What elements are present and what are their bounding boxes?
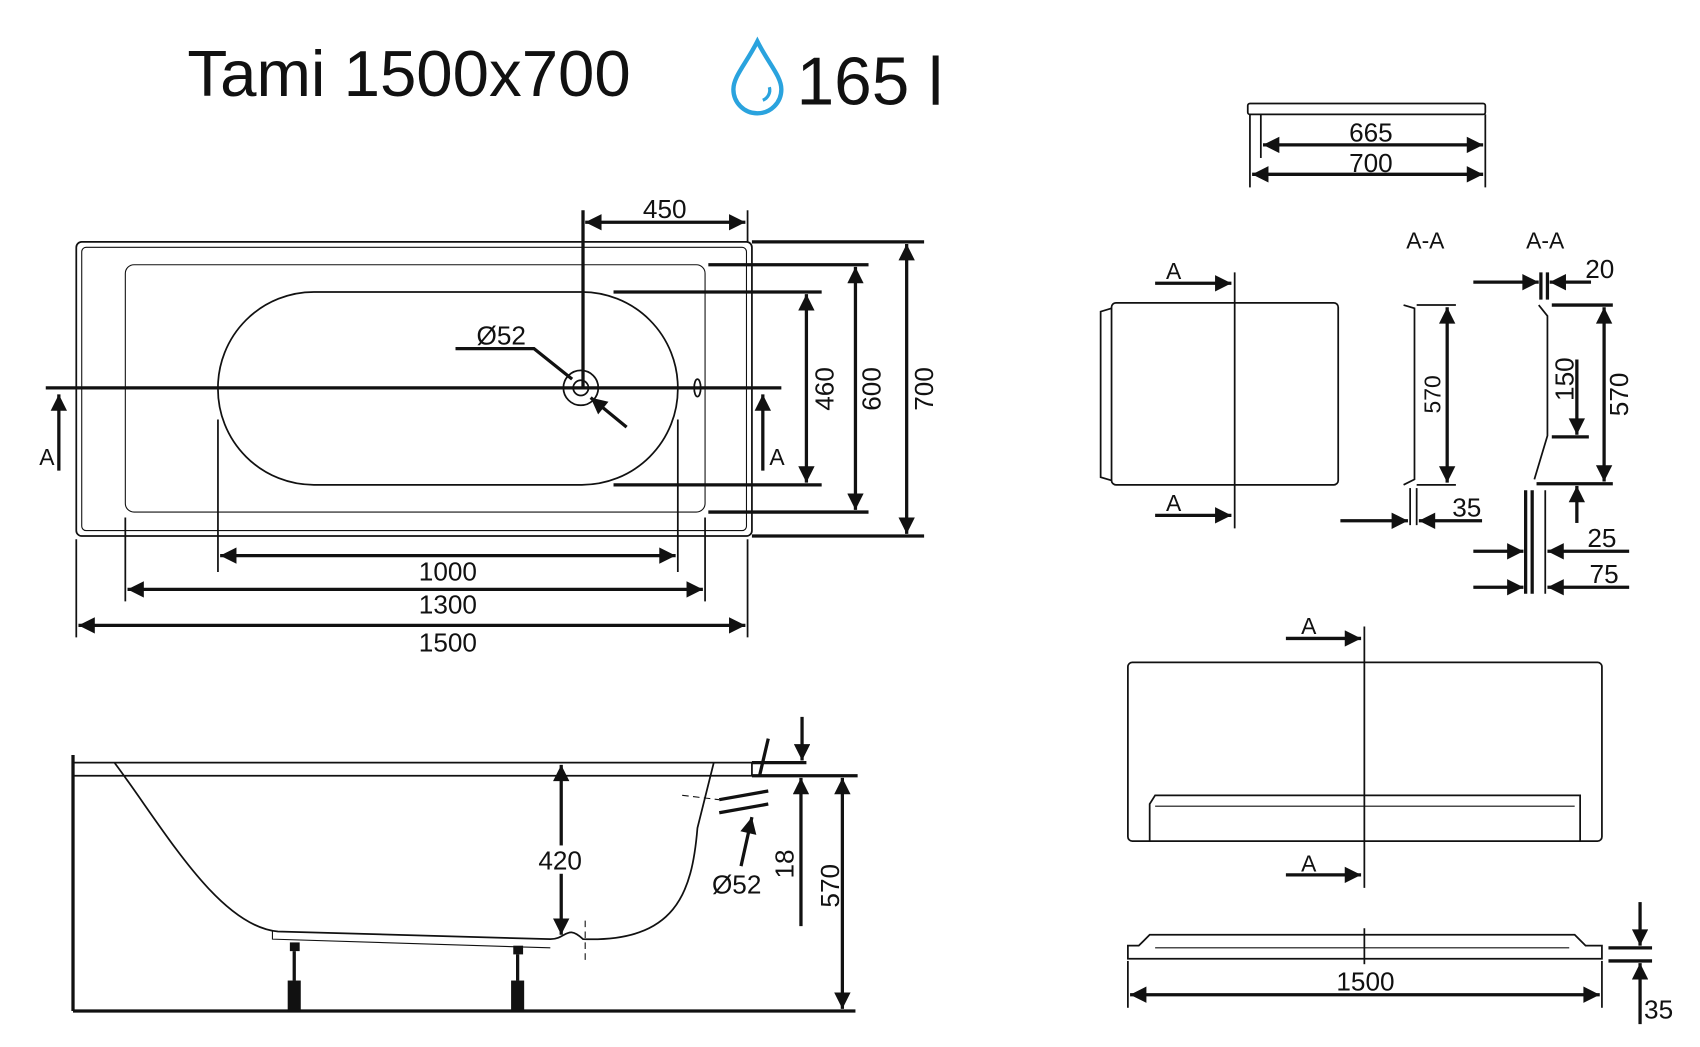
dim-700: 700: [1349, 148, 1393, 178]
dim-570: 570: [1604, 373, 1634, 417]
dim-75: 75: [1590, 559, 1619, 589]
model-title: Tami 1500x700: [187, 37, 630, 110]
dim-25: 25: [1587, 523, 1616, 553]
dim-35: 35: [1452, 492, 1481, 522]
dim-570: 570: [815, 864, 845, 908]
volume-label: 165 l: [797, 45, 944, 120]
dim-drain: Ø52: [477, 320, 526, 350]
dim-overflow: Ø52: [712, 869, 761, 899]
section-label: A-A: [1526, 227, 1565, 253]
section-mark: A: [1301, 613, 1317, 639]
dim-1000: 1000: [419, 557, 477, 587]
leg: [287, 942, 301, 1012]
water-drop-icon: [731, 36, 784, 116]
section-label: A-A: [1406, 227, 1445, 253]
section-mark: A: [769, 444, 785, 470]
section-mark: A: [1166, 490, 1182, 516]
dim-600: 600: [857, 367, 887, 411]
section-mark: A: [39, 444, 55, 470]
dim-1500: 1500: [1336, 966, 1394, 996]
dim-18: 18: [769, 849, 799, 878]
dim-570: 570: [1420, 375, 1446, 413]
dim-150: 150: [1550, 357, 1580, 401]
leg: [511, 945, 525, 1012]
dim-1300: 1300: [419, 589, 477, 619]
dim-20: 20: [1585, 254, 1614, 284]
dim-700: 700: [909, 367, 939, 411]
dim-460: 460: [810, 367, 840, 411]
section-mark: A: [1301, 851, 1317, 877]
side-view: 420 18 570 Ø52: [71, 716, 858, 1013]
panel-views: 665 700 A A A-A A-A 570 35 20 570 150 25…: [1099, 102, 1673, 1025]
top-view: 450 Ø52 460 600 700 A A 1000 1300 1500: [39, 194, 939, 658]
section-mark: A: [1166, 258, 1182, 284]
dim-1500: 1500: [419, 628, 477, 658]
dim-35: 35: [1644, 995, 1673, 1025]
dim-665: 665: [1349, 118, 1393, 148]
dim-420: 420: [538, 845, 582, 875]
dim-450: 450: [643, 194, 687, 224]
